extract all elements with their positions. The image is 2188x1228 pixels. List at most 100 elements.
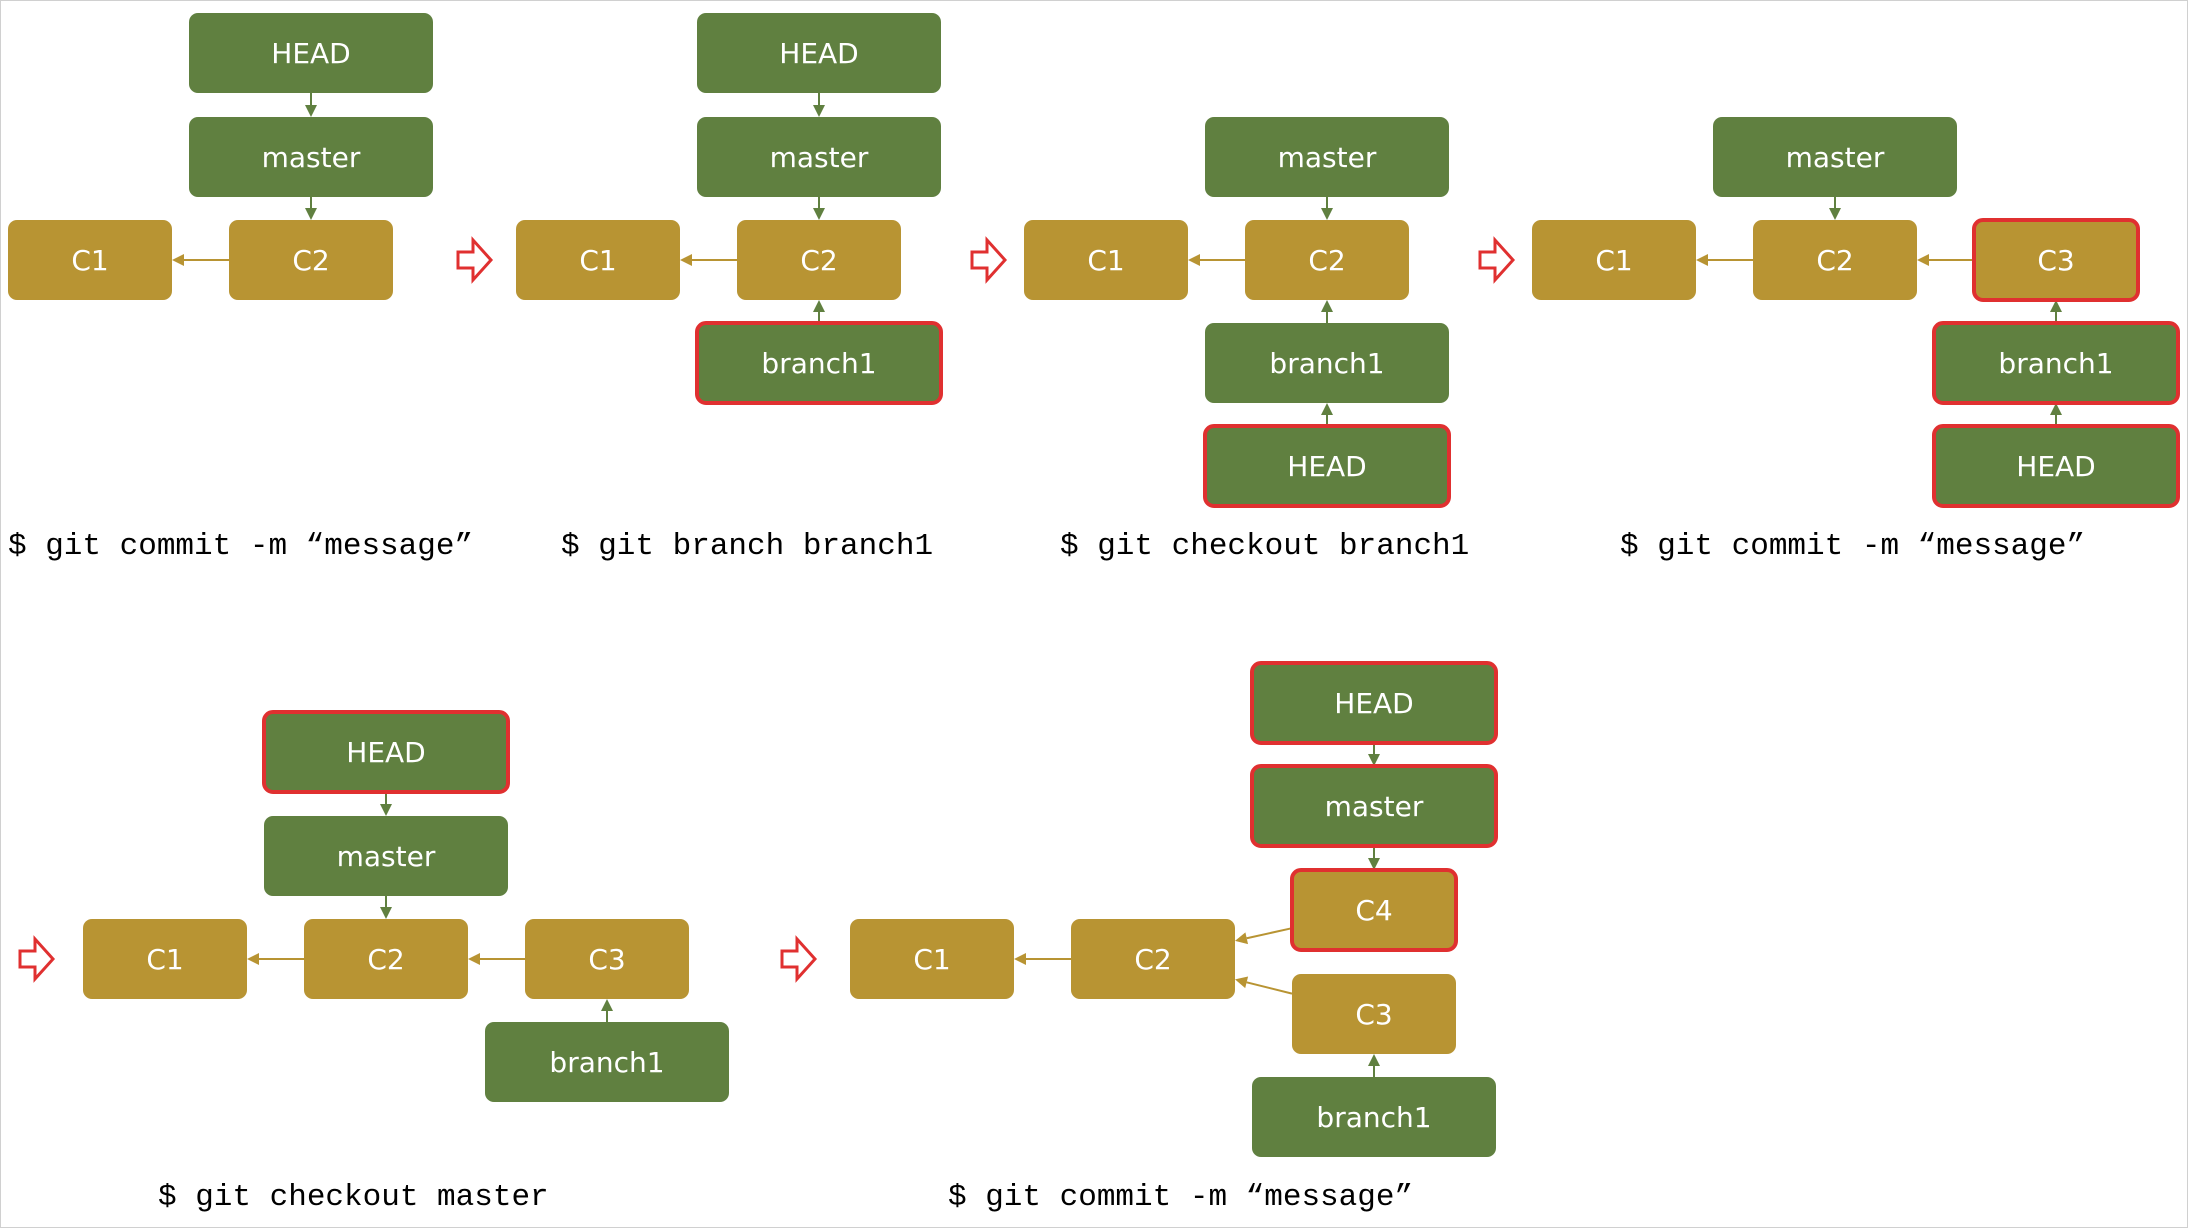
arrowhead (1829, 208, 1841, 220)
command-label-6: $ git commit -m “message” (948, 1180, 1414, 1215)
node-label: C2 (1816, 244, 1853, 277)
outline-right-arrow-icon (970, 236, 1008, 284)
node-label: HEAD (779, 37, 858, 70)
edge-branch1-to-c3 (601, 999, 613, 1022)
edge-master-to-c2 (305, 197, 317, 220)
commit-node-c3: C3 (1292, 974, 1456, 1054)
edge-branch1-to-c3 (1368, 1054, 1380, 1077)
arrowhead (813, 300, 825, 312)
ref-node-master: master (697, 117, 941, 197)
node-label: master (1786, 141, 1885, 174)
ref-node-branch1: branch1 (485, 1022, 729, 1102)
ref-node-branch1: branch1 (1252, 1077, 1496, 1157)
arrowhead (380, 907, 392, 919)
arrowhead (1321, 208, 1333, 220)
ref-node-head: HEAD (262, 710, 510, 794)
arrowhead (1368, 858, 1380, 870)
node-label: C3 (588, 943, 625, 976)
arrowhead (305, 105, 317, 117)
node-label: C2 (800, 244, 837, 277)
node-label: C1 (71, 244, 108, 277)
ref-node-master: master (1205, 117, 1449, 197)
node-label: C3 (1355, 998, 1392, 1031)
node-label: C2 (1134, 943, 1171, 976)
arrowhead (1014, 953, 1026, 965)
commit-node-c2: C2 (1245, 220, 1409, 300)
commit-node-c2: C2 (737, 220, 901, 300)
commit-node-c1: C1 (8, 220, 172, 300)
outline-right-arrow-icon (456, 236, 494, 284)
edge-c2-to-c1 (172, 254, 229, 266)
edge-c2-to-c1 (1188, 254, 1245, 266)
node-label: C1 (1595, 244, 1632, 277)
ref-node-branch1: branch1 (1205, 323, 1449, 403)
commit-node-c3: C3 (525, 919, 689, 999)
command-label-2: $ git branch branch1 (561, 529, 934, 564)
arrowhead (1321, 300, 1333, 312)
arrowhead (813, 105, 825, 117)
commit-node-c2: C2 (1753, 220, 1917, 300)
node-label: C1 (1087, 244, 1124, 277)
ref-node-master: master (189, 117, 433, 197)
commit-node-c1: C1 (1024, 220, 1188, 300)
commit-node-c1: C1 (83, 919, 247, 999)
ref-node-head: HEAD (1203, 424, 1451, 508)
node-label: master (262, 141, 361, 174)
edge-c3-to-c2 (468, 953, 525, 965)
edge-head-to-master (305, 93, 317, 117)
node-label: C2 (367, 943, 404, 976)
node-label: master (1325, 790, 1424, 823)
node-label: branch1 (549, 1046, 664, 1079)
commit-node-c1: C1 (516, 220, 680, 300)
edge-master-to-c2 (813, 197, 825, 220)
node-label: branch1 (1316, 1101, 1431, 1134)
command-label-5: $ git checkout master (158, 1180, 549, 1215)
node-label: HEAD (1287, 450, 1366, 483)
edge-c2-to-c1 (1696, 254, 1753, 266)
node-label: HEAD (346, 736, 425, 769)
edge-branch1-to-c2 (1321, 300, 1333, 323)
arrowhead (305, 208, 317, 220)
command-label-3: $ git checkout branch1 (1060, 529, 1470, 564)
arrowhead (2050, 403, 2062, 415)
edge-c2-to-c1 (1014, 953, 1071, 965)
arrowhead (247, 953, 259, 965)
outline-right-arrow-icon (780, 935, 818, 983)
node-label: C1 (913, 943, 950, 976)
node-label: C2 (1308, 244, 1345, 277)
ref-node-head: HEAD (697, 13, 941, 93)
node-label: C1 (146, 943, 183, 976)
arrowhead (1321, 403, 1333, 415)
node-label: master (1278, 141, 1377, 174)
node-label: C1 (579, 244, 616, 277)
arrowhead (1917, 254, 1929, 266)
arrowhead (1188, 254, 1200, 266)
arrowhead (1368, 754, 1380, 766)
node-label: C3 (2037, 244, 2074, 277)
commit-node-c1: C1 (850, 919, 1014, 999)
edge-c3-to-c2 (1917, 254, 1974, 266)
arrowhead (1235, 932, 1249, 945)
commit-node-c1: C1 (1532, 220, 1696, 300)
edge-head-to-master (813, 93, 825, 117)
arrowhead (1368, 1054, 1380, 1066)
command-label-1: $ git commit -m “message” (8, 529, 474, 564)
ref-node-head: HEAD (189, 13, 433, 93)
edge-master-to-c2 (1321, 197, 1333, 220)
edge-c2-to-c1 (247, 953, 304, 965)
commit-node-c2: C2 (1071, 919, 1235, 999)
ref-node-branch1: branch1 (695, 321, 943, 405)
arrowhead (1696, 254, 1708, 266)
node-label: master (770, 141, 869, 174)
command-label-4: $ git commit -m “message” (1620, 529, 2086, 564)
ref-node-master: master (1250, 764, 1498, 848)
arrowhead (468, 953, 480, 965)
commit-node-c2: C2 (304, 919, 468, 999)
edge-c3-to-c2 (1235, 976, 1293, 995)
node-label: HEAD (2016, 450, 2095, 483)
arrowhead (813, 208, 825, 220)
node-label: branch1 (1269, 347, 1384, 380)
ref-node-master: master (1713, 117, 1957, 197)
edge-master-to-c2 (380, 896, 392, 919)
ref-node-head: HEAD (1250, 661, 1498, 745)
